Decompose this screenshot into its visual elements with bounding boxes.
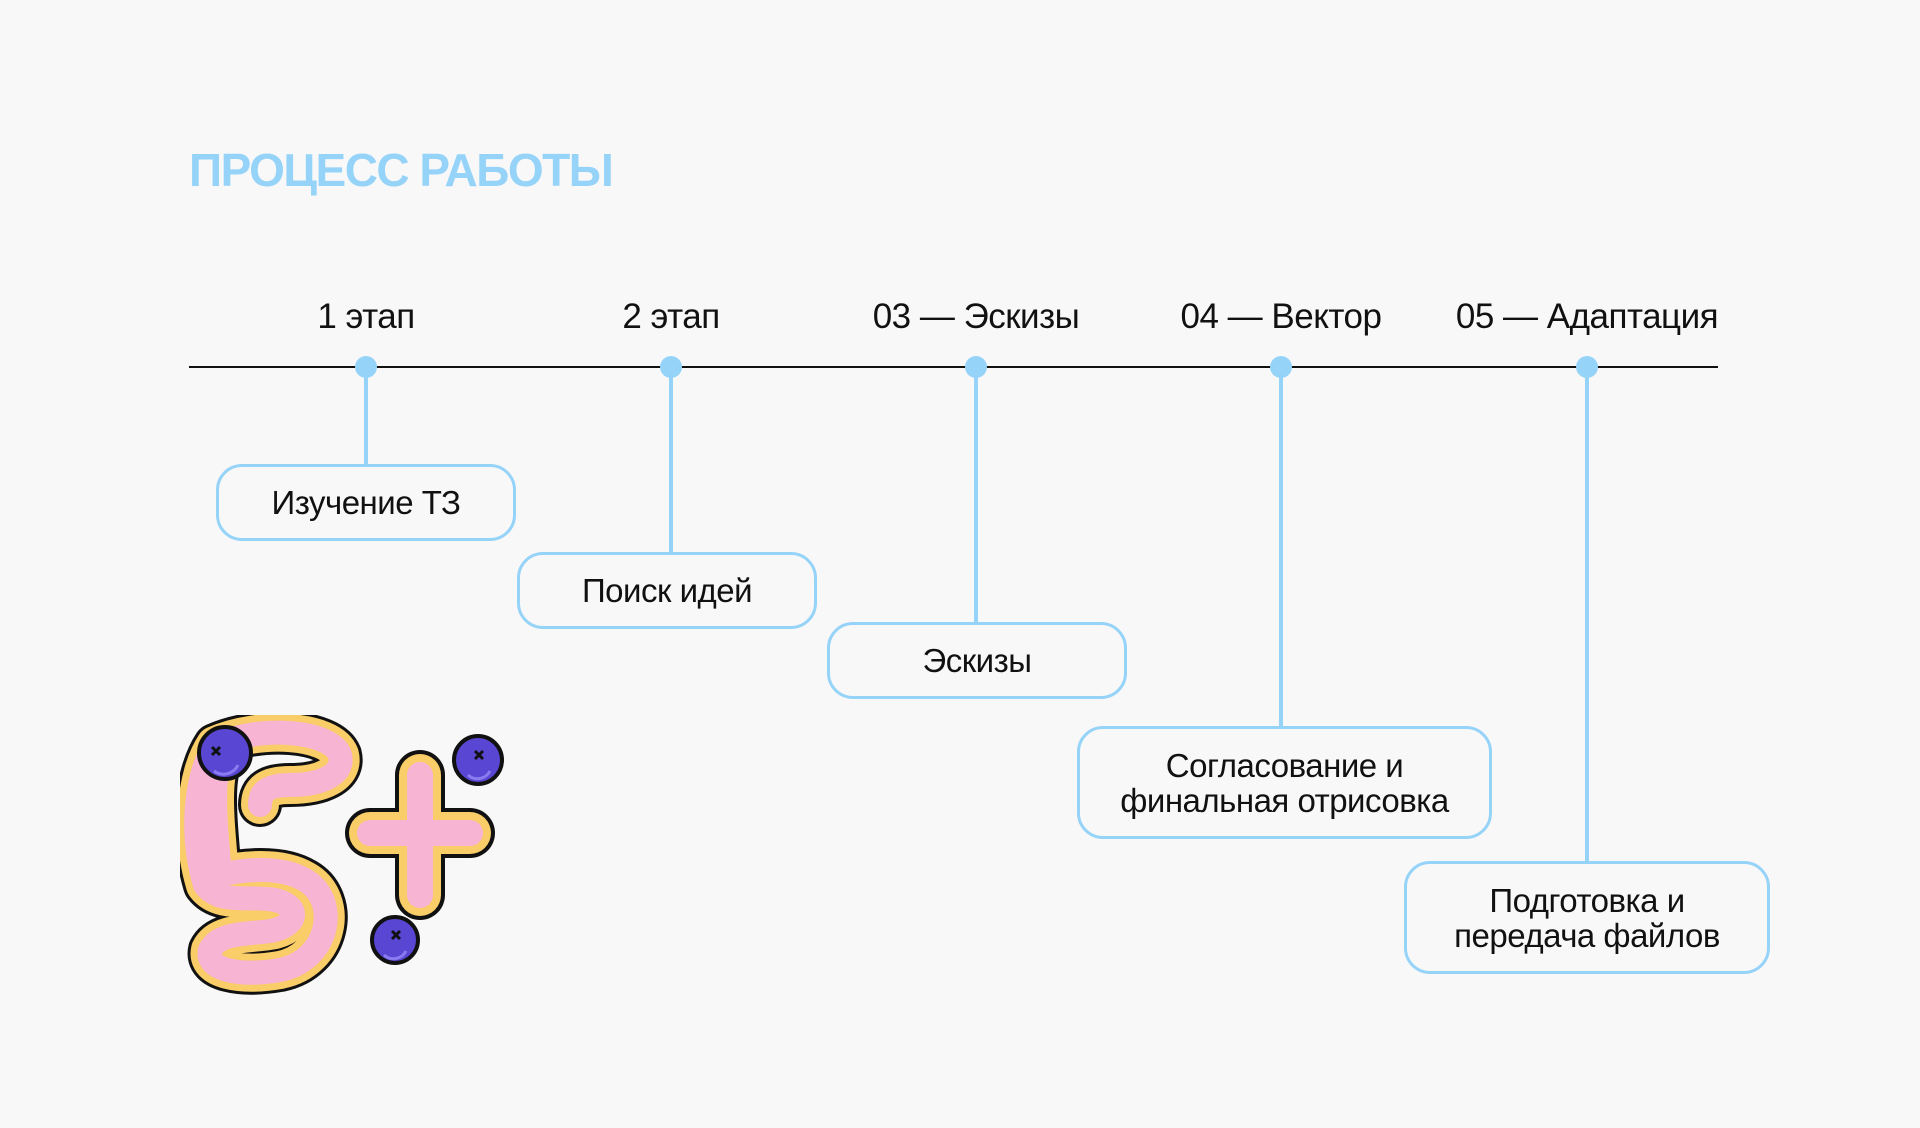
- step-box-approval-final: Согласование и финальная отрисовка: [1077, 726, 1492, 839]
- step-box-preparation-transfer: Подготовка и передача файлов: [1404, 861, 1770, 974]
- stage-node-1: [355, 356, 377, 378]
- step-text: Согласование и финальная отрисовка: [1120, 746, 1449, 819]
- berry-top-right: [452, 734, 504, 786]
- step-text: Поиск идей: [581, 572, 753, 609]
- step-box-study-brief: Изучение ТЗ: [216, 464, 516, 541]
- page-title: ПРОЦЕСС РАБОТЫ: [189, 144, 614, 196]
- step-box-sketches: Эскизы: [827, 622, 1127, 699]
- step-text: Эскизы: [922, 642, 1032, 679]
- stage-label-5: 05 — Адаптация: [1455, 297, 1719, 336]
- five-plus-sticker-icon: [180, 715, 504, 995]
- stage-label-4: 04 — Вектор: [1180, 297, 1382, 336]
- step-text: Подготовка и передача файлов: [1454, 881, 1720, 954]
- step-box-idea-search: Поиск идей: [517, 552, 817, 629]
- stage-label-3: 03 — Эскизы: [872, 297, 1080, 336]
- berry-top-left: [197, 725, 253, 781]
- stage-node-5: [1576, 356, 1598, 378]
- stage-node-2: [660, 356, 682, 378]
- five-pink: [184, 720, 353, 985]
- step-text: Изучение ТЗ: [271, 484, 461, 521]
- berry-bottom: [370, 915, 420, 965]
- stage-label-1: 1 этап: [317, 297, 415, 336]
- timeline-connectors: [364, 367, 1589, 861]
- stage-label-2: 2 этап: [622, 297, 720, 336]
- stage-node-4: [1270, 356, 1292, 378]
- timeline-nodes: [355, 356, 1598, 378]
- stage-node-3: [965, 356, 987, 378]
- plus-shape: [345, 750, 495, 920]
